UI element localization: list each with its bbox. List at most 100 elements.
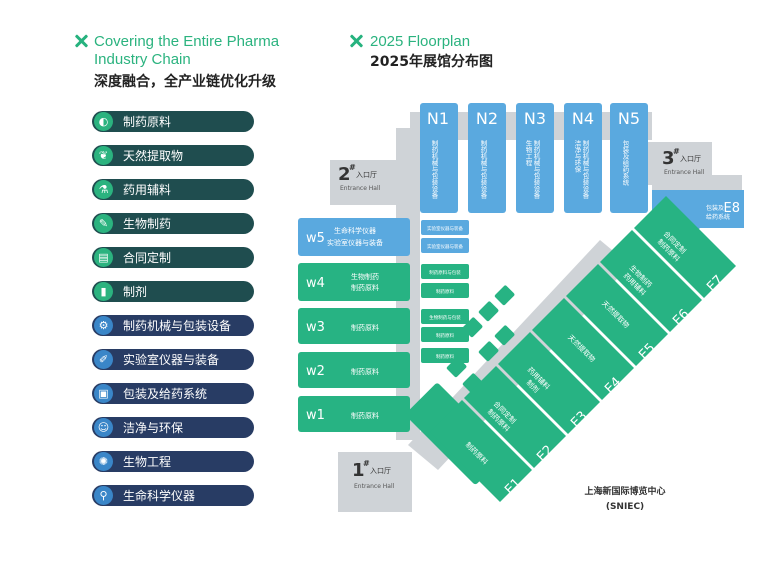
hall-n5[interactable]: N5 包装及给药系统 — [610, 103, 648, 213]
hall-desc: 制药原料 — [351, 323, 379, 332]
annex-w3[interactable]: 生物制药与包装 制药原料 — [421, 309, 469, 342]
category-formulations[interactable]: ▮ 制剂 — [92, 281, 254, 302]
title-cn: 深度融合，全产业链优化升级 — [94, 74, 276, 90]
category-pharma-raw-materials[interactable]: ◐ 制药原料 — [92, 111, 254, 132]
hall-desc: 实验室仪器与装备 — [327, 238, 383, 247]
entrance-2-label[interactable]: 2 # 入口厅 Entrance Hall — [338, 163, 381, 192]
hall-n1[interactable]: N1 制药机械与包装设备 — [420, 103, 458, 213]
annex-desc: 制药原料 — [436, 332, 454, 339]
hall-w4[interactable]: w4 生物制药 制药原料 — [298, 263, 410, 301]
category-contract-services[interactable]: ▤ 合同定制 — [92, 247, 254, 268]
hall-desc: 给药系统 — [706, 213, 730, 221]
category-label: 制药机械与包装设备 — [123, 319, 232, 333]
category-lab-equipment[interactable]: ✐ 实验室仪器与装备 — [92, 349, 254, 370]
floorplan-title-en: 2025 Floorplan — [370, 33, 471, 50]
entrance-en: Entrance Hall — [340, 185, 381, 192]
hall-w2[interactable]: w2 制药原料 — [298, 352, 410, 388]
annex-desc: 实验室仪器与装备 — [427, 225, 463, 232]
annex-w2[interactable]: 制药原料 — [421, 348, 469, 363]
hall-code: N5 — [618, 109, 640, 128]
microscope-icon: ⚲ — [94, 486, 113, 505]
hall-code: w3 — [306, 320, 325, 335]
hall-w5[interactable]: w5 生命科学仪器 实验室仪器与装备 — [298, 218, 410, 256]
venue-name: 上海新国际博览中心 — [584, 485, 665, 497]
hall-e6[interactable]: 生物制药 药用辅料 E6 — [600, 230, 702, 332]
syringe-icon: ✎ — [94, 214, 113, 233]
hall-code: N3 — [524, 109, 546, 128]
category-biopharma[interactable]: ✎ 生物制药 — [92, 213, 254, 234]
hall-desc: 制药机械与包装设备 — [532, 139, 540, 200]
hall-desc: 制药机械与包装设备 — [479, 139, 487, 200]
hall-code: N1 — [427, 109, 449, 128]
category-excipients[interactable]: ⚗ 药用辅料 — [92, 179, 254, 200]
hall-desc: 包装及 — [706, 204, 724, 212]
gear-icon: ⚙ — [94, 316, 113, 335]
hall-desc: 生物工程 — [524, 139, 532, 168]
category-natural-extracts[interactable]: ❦ 天然提取物 — [92, 145, 254, 166]
entrance-number: 1 — [352, 460, 365, 481]
entrance-mark: # — [673, 147, 680, 156]
category-drug-delivery[interactable]: ▣ 包装及给药系统 — [92, 383, 254, 404]
category-label: 包装及给药系统 — [123, 387, 208, 401]
annex-desc: 制药原料 — [436, 288, 454, 295]
bottle-icon: ▮ — [94, 282, 113, 301]
hall-desc: 生命科学仪器 — [334, 226, 376, 235]
entrance-1-label[interactable]: 1 # 入口厅 Entrance Hall — [352, 459, 395, 490]
hall-desc: 洁净与环保 — [573, 139, 581, 174]
hall-code: w4 — [306, 276, 325, 291]
hall-w3[interactable]: w3 制药原料 — [298, 308, 410, 344]
hall-desc: 制药原料 — [351, 283, 379, 292]
category-label: 合同定制 — [123, 251, 172, 265]
annex-w5[interactable]: 实验室仪器与装备 实验室仪器与装备 — [421, 220, 469, 253]
category-life-science[interactable]: ⚲ 生命科学仪器 — [92, 485, 254, 506]
hall-code: E8 — [724, 201, 741, 216]
entrance-en: Entrance Hall — [664, 169, 705, 176]
category-label: 药用辅料 — [123, 183, 172, 197]
hall-code: N2 — [476, 109, 498, 128]
entrance-cn: 入口厅 — [356, 171, 377, 179]
category-bioengineering[interactable]: ✺ 生物工程 — [92, 451, 254, 472]
hall-desc: 生物制药 — [351, 272, 379, 281]
pipette-icon: ✐ — [94, 350, 113, 369]
hall-n3[interactable]: N3 制药机械与包装设备 生物工程 — [516, 103, 554, 213]
hall-e3[interactable]: 药用辅料 制剂 E3 — [498, 332, 600, 434]
title-en-line1: Covering the Entire Pharma — [94, 33, 280, 50]
hall-desc: 包装及给药系统 — [621, 139, 629, 187]
annex-desc: 制药原料与包装 — [429, 269, 461, 276]
hall-desc: 制药机械与包装设备 — [581, 139, 589, 200]
entrance-number: 2 — [338, 164, 351, 185]
entrance-en: Entrance Hall — [354, 483, 395, 490]
category-label: 制药原料 — [123, 115, 172, 129]
category-label: 生物工程 — [123, 455, 172, 469]
entrance-mark: # — [349, 163, 356, 172]
hall-w1[interactable]: w1 制药原料 — [298, 396, 410, 432]
category-label: 生命科学仪器 — [123, 489, 196, 503]
title-en-line2: Industry Chain — [94, 51, 191, 68]
annex-desc: 生物制药与包装 — [429, 314, 461, 321]
floorplan-title-cn: 2025年展馆分布图 — [370, 54, 493, 70]
capsule-icon: ◐ — [94, 112, 113, 131]
hall-e2[interactable]: 合同定制 制药原料 E2 — [464, 366, 566, 468]
hall-code: w1 — [306, 408, 325, 423]
entrance-3-label[interactable]: 3 # 入口厅 Entrance Hall — [662, 147, 705, 176]
hall-n4[interactable]: N4 制药机械与包装设备 洁净与环保 — [564, 103, 602, 213]
hall-code: N4 — [572, 109, 594, 128]
entrance-2-pad — [330, 160, 420, 205]
hall-n2[interactable]: N2 制药机械与包装设备 — [468, 103, 506, 213]
hall-e5[interactable]: 天然提取物 E5 — [566, 264, 668, 366]
entrance-cn: 入口厅 — [370, 467, 391, 475]
hall-desc: 制药原料 — [351, 411, 379, 420]
venue-abbr: (SNIEC) — [606, 502, 644, 512]
hall-desc: 制药机械与包装设备 — [430, 139, 438, 200]
clean-suit-icon: ☺ — [94, 418, 113, 437]
category-machinery-packaging[interactable]: ⚙ 制药机械与包装设备 — [92, 315, 254, 336]
category-label: 实验室仪器与装备 — [123, 353, 220, 367]
annex-east — [446, 285, 515, 394]
leaf-icon: ❦ — [94, 146, 113, 165]
hall-e7[interactable]: 合同定制 制药原料 E7 — [634, 196, 736, 298]
category-label: 制剂 — [123, 285, 148, 299]
category-cleanroom[interactable]: ☺ 洁净与环保 — [92, 417, 254, 438]
annex-w4[interactable]: 制药原料与包装 制药原料 — [421, 264, 469, 298]
entrance-number: 3 — [662, 148, 675, 169]
